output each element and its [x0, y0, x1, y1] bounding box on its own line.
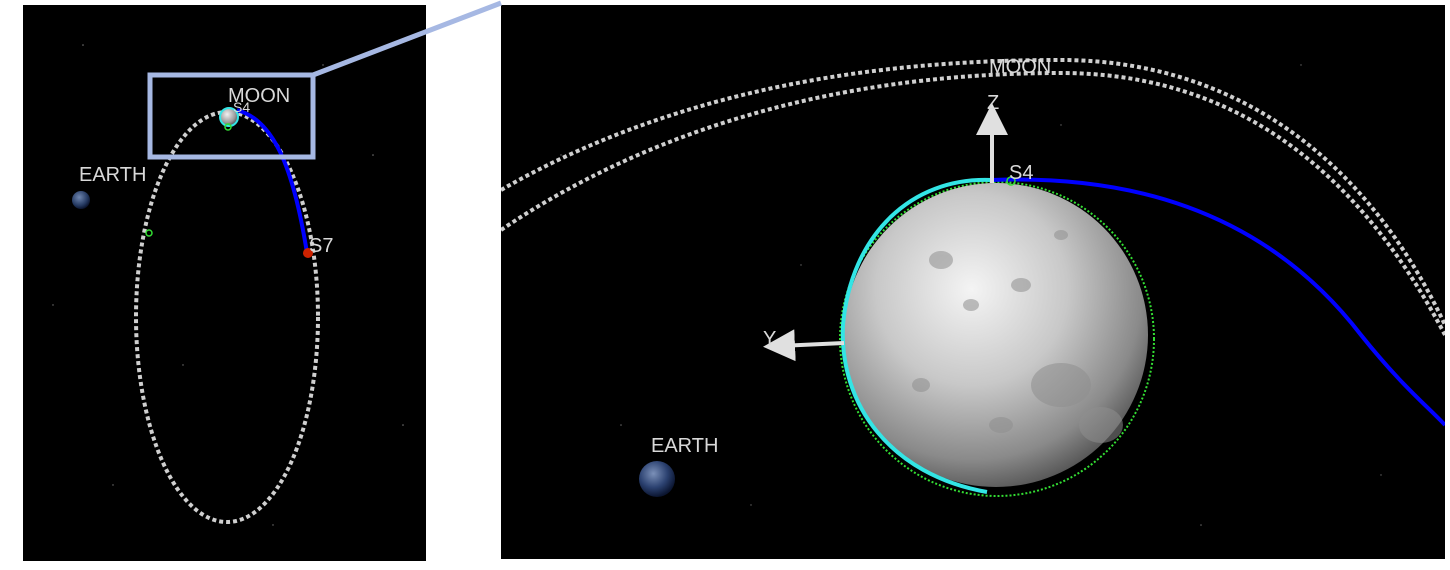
green-node-marker [145, 229, 153, 237]
moon-sphere-icon [219, 107, 239, 127]
s4-label: S4 [233, 99, 250, 115]
moon-label: MOON [989, 56, 1051, 78]
y-axis-label: Y [763, 328, 776, 350]
earth-sphere-icon [639, 461, 675, 497]
earth-label: EARTH [651, 435, 718, 457]
overview-scene: MOON S4 EARTH S7 [52, 44, 404, 526]
zoomed-view[interactable]: MOON Z S4 Y EARTH [501, 5, 1445, 559]
s4-marker [1006, 176, 1016, 186]
s4-label: S4 [1009, 162, 1033, 184]
green-marker-moon [224, 123, 232, 131]
moon-craters [912, 230, 1123, 443]
transfer-trajectory [990, 177, 1445, 427]
green-track [839, 181, 1155, 497]
s7-label: S7 [309, 235, 333, 257]
lunar-orbit-path-inner [501, 70, 1445, 336]
earth-sphere-icon [72, 191, 90, 209]
starfield [560, 64, 1382, 526]
low-lunar-orbit-arc [840, 177, 992, 494]
y-axis-arrow-icon [763, 329, 845, 362]
overview-view[interactable]: MOON S4 EARTH S7 [23, 5, 426, 561]
moon-sphere-icon [844, 183, 1148, 487]
zoom-box[interactable] [147, 72, 316, 160]
z-axis-label: Z [987, 92, 999, 114]
lunar-orbit-path-outer [501, 57, 1445, 326]
s7-marker [303, 248, 313, 258]
transfer-trajectory [236, 108, 309, 254]
earth-label: EARTH [79, 164, 146, 186]
zoomed-scene: MOON Z S4 Y EARTH [501, 56, 1445, 526]
moon-label: MOON [228, 85, 290, 107]
